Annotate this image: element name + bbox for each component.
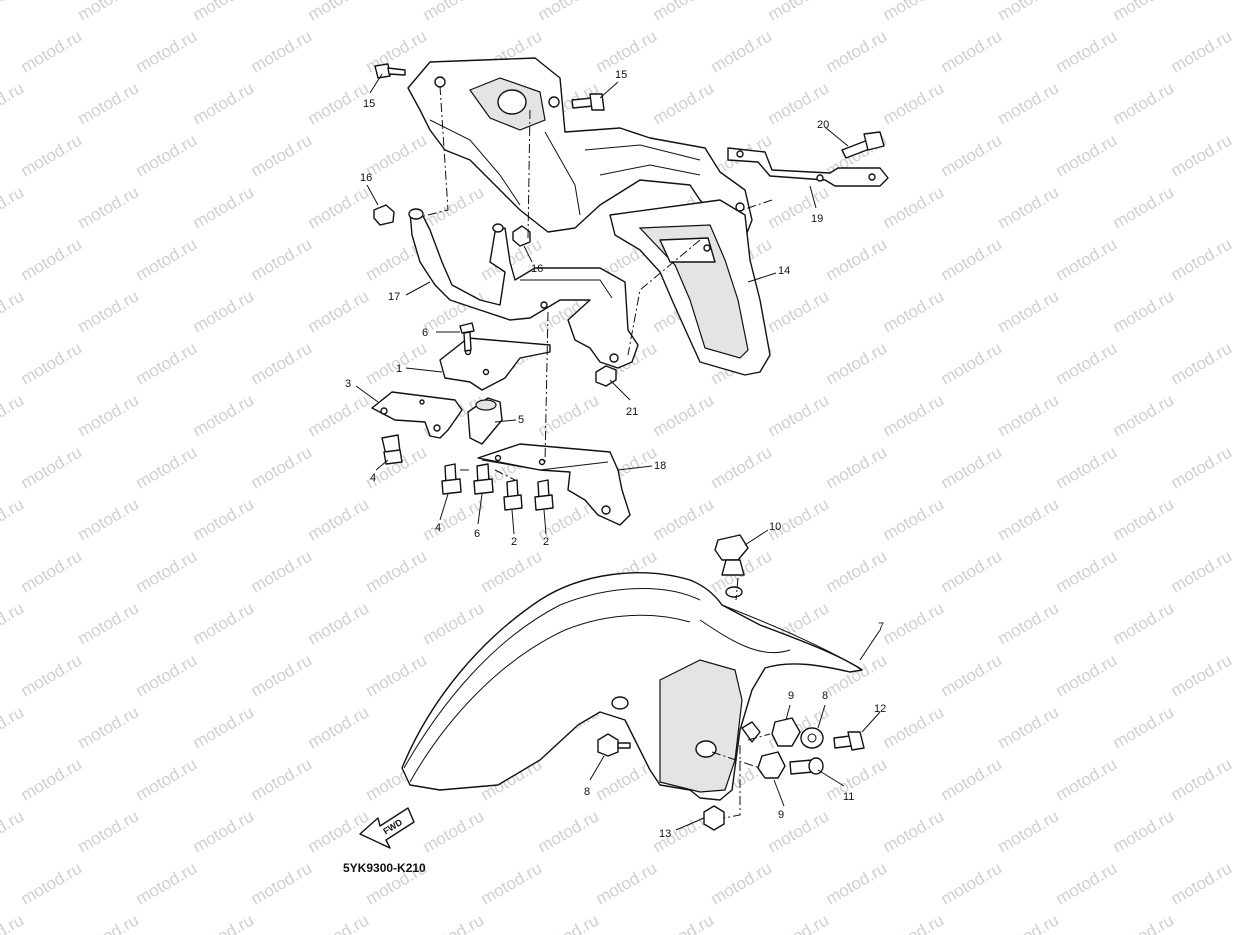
bolt-20 [841,131,885,159]
fasteners-lower [597,534,865,831]
plate-1 [439,337,551,391]
callout-6-upper: 6 [422,327,428,339]
callout-12: 12 [874,703,886,715]
fwd-arrow-icon: FWD [359,807,415,849]
callout-11: 11 [843,791,854,803]
callout-8-right: 8 [822,690,828,702]
callout-4-right: 4 [435,522,441,534]
callout-1: 1 [396,363,402,375]
stay-17 [409,209,639,369]
callout-16-right: 16 [531,263,543,275]
callout-9-lower: 9 [778,809,784,821]
rear-cover-assembly [407,57,753,239]
callout-17: 17 [388,291,400,303]
plate-3 [371,391,463,439]
damper-5 [467,397,503,445]
callout-9-upper: 9 [788,690,794,702]
callout-10: 10 [769,521,781,533]
callout-15-left: 15 [363,98,375,110]
front-fender-7 [401,572,863,801]
callout-6-lower: 6 [474,528,480,540]
callout-18: 18 [654,460,666,472]
callout-13: 13 [659,828,671,840]
leader-lines [355,73,881,831]
bracket-19 [727,147,889,187]
rear-fender-14 [609,199,771,376]
callout-4-left: 4 [370,472,376,484]
callout-14: 14 [778,265,790,277]
callout-16-left: 16 [360,172,372,184]
callout-7: 7 [878,621,884,633]
drawing-code: 5YK9300-K210 [343,861,426,875]
callout-20: 20 [817,119,829,131]
callout-2-left: 2 [511,536,517,548]
callout-19: 19 [811,213,823,225]
callout-15-right: 15 [615,69,627,81]
callout-21: 21 [626,406,638,418]
bracket-18 [477,443,631,526]
callout-numbers: 15 15 16 16 17 6 1 3 4 4 6 2 2 5 18 21 1… [345,69,886,840]
callout-5: 5 [518,414,524,426]
callout-3: 3 [345,378,351,390]
callout-8-left: 8 [584,786,590,798]
assembly-lines [423,85,773,481]
callout-2-right: 2 [543,536,549,548]
